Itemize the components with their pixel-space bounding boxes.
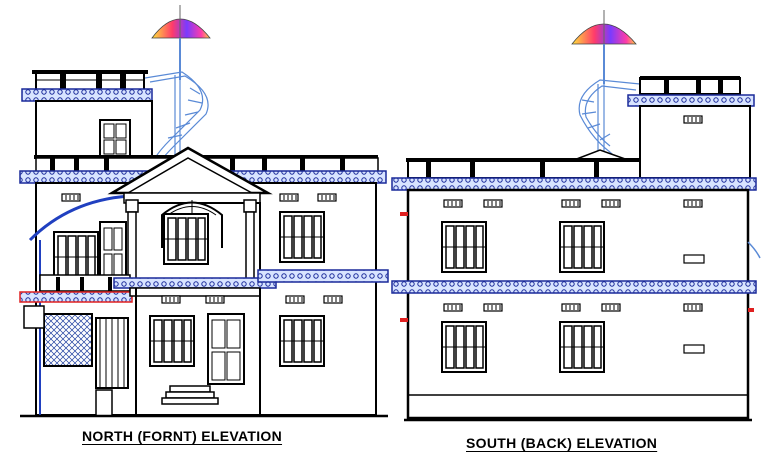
umbrella-icon [151, 5, 211, 80]
spiral-staircase [578, 79, 641, 163]
north-elevation [19, 5, 389, 418]
umbrella-icon [571, 10, 637, 84]
north-elevation-caption: NORTH (FORNT) ELEVATION [82, 428, 283, 444]
lattice-screen [43, 313, 93, 367]
south-elevation-caption: SOUTH (BACK) ELEVATION [466, 435, 658, 451]
curved-canopy [28, 194, 131, 242]
north-ground-band [19, 269, 389, 303]
spiral-staircase [144, 71, 209, 163]
front-gable [107, 146, 273, 287]
main-entrance-door [207, 313, 245, 385]
south-top-tower [627, 76, 755, 179]
north-top-tower [21, 70, 153, 158]
south-elevation [391, 10, 761, 422]
south-mid-band [391, 280, 757, 294]
